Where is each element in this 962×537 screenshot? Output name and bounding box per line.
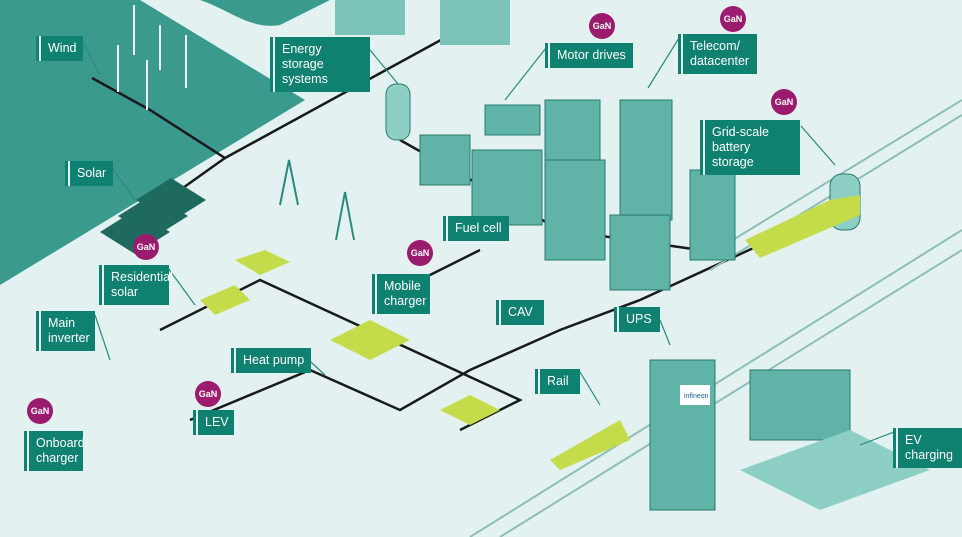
power-plant: [335, 0, 405, 35]
factory-top: [440, 0, 510, 45]
label-onboard-charger: Onboard charger: [27, 431, 85, 471]
roofs: [200, 195, 860, 470]
gan-badge: GaN: [720, 6, 746, 32]
label-residential-solar: Residential solar: [102, 265, 173, 305]
river: [200, 0, 330, 26]
label-telecom: Telecom/ datacenter: [681, 34, 757, 74]
gan-badge: GaN: [771, 89, 797, 115]
infineon-logo: [680, 385, 710, 405]
gan-badge: GaN: [27, 398, 53, 424]
label-cav: CAV: [499, 300, 544, 325]
label-main-inverter: Main inverter: [39, 311, 95, 351]
label-energy-storage: Energy storage systems: [273, 37, 370, 92]
gan-badge: GaN: [407, 240, 433, 266]
label-ups: UPS: [617, 307, 660, 332]
label-motor-drives: Motor drives: [548, 43, 633, 68]
label-grid-battery: Grid-scale battery storage: [703, 120, 800, 175]
gan-badge: GaN: [589, 13, 615, 39]
label-wind: Wind: [39, 36, 84, 61]
energy-storage-cylinder: [385, 83, 411, 141]
label-mobile-charger: Mobile charger: [375, 274, 430, 314]
brand-text: infineon: [684, 393, 709, 400]
offshore-area: [0, 0, 305, 285]
parking-lot: [740, 430, 930, 510]
transmission-towers: [279, 159, 355, 241]
label-fuel-cell: Fuel cell: [446, 216, 509, 241]
label-ev-charging: EV charging: [896, 428, 962, 468]
gan-badge: GaN: [195, 381, 221, 407]
label-heat-pump: Heat pump: [234, 348, 312, 373]
label-solar: Solar: [68, 161, 114, 186]
leader-lines: [81, 37, 895, 446]
label-lev: LEV: [196, 410, 234, 435]
gan-badge: GaN: [133, 234, 159, 260]
label-rail: Rail: [538, 369, 580, 394]
wind-turbines: [117, 5, 187, 110]
